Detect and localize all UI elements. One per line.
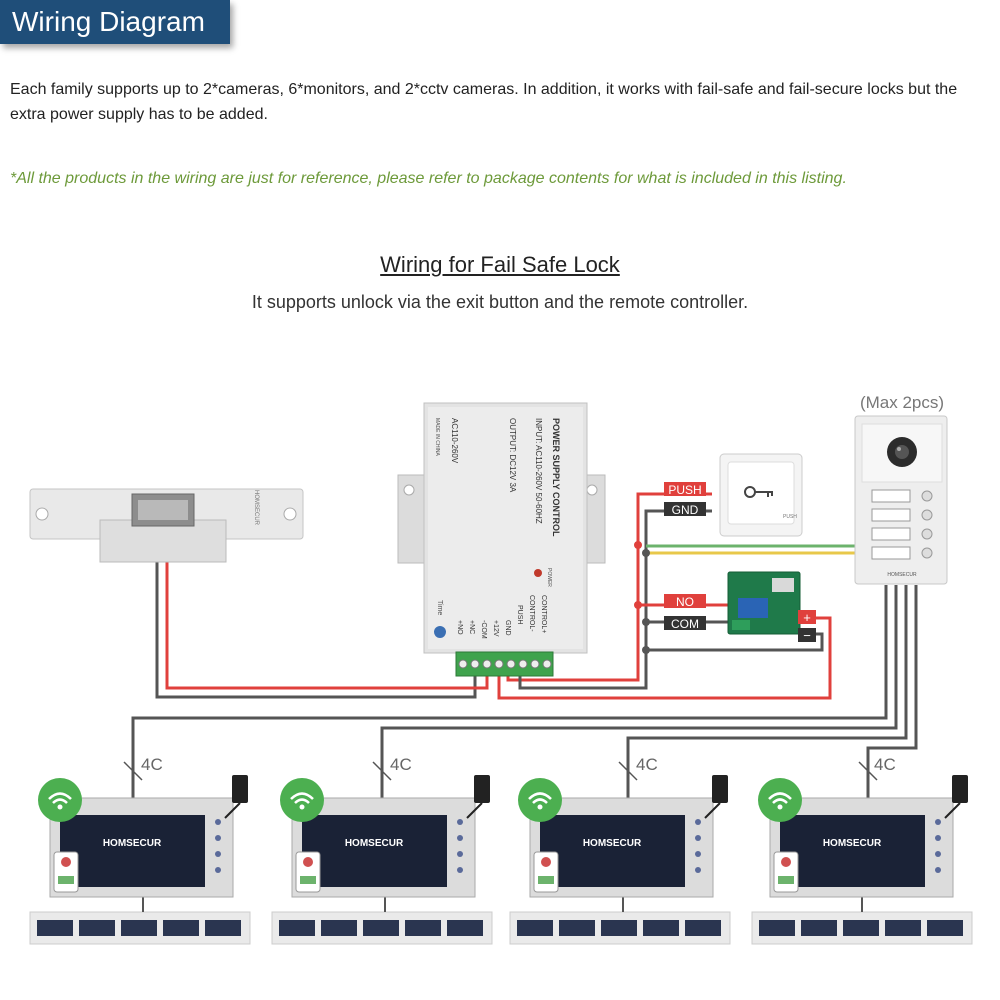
time-knob [434,626,446,638]
monitor-unit-3: HOMSECUR [509,775,731,945]
monitor-unit-2: HOMSECUR [271,775,493,945]
psu-output: OUTPUT: DC12V 3A [508,418,517,493]
max-cameras-label: (Max 2pcs) [860,393,944,412]
terminal-label-2: -COM [480,620,487,639]
wire-4c-label-1: 4C [141,755,163,774]
junction-dots [634,541,650,654]
bus-wire-1 [131,585,888,800]
psu-power-label: POWER [546,568,552,587]
psu-ac-text: AC110-260V [450,418,459,464]
wire-4c-marks [123,761,878,781]
power-led [534,569,542,577]
bus-wire-2 [380,585,898,800]
monitor-unit-1: HOMSECUR [29,775,251,945]
page-title: Wiring Diagram [12,6,205,37]
reference-note: *All the products in the wiring are just… [10,170,847,187]
svg-text:COM: COM [671,617,699,631]
intro-text: Each family supports up to 2*cameras, 6*… [10,81,958,123]
wire-4c-label-3: 4C [636,755,658,774]
terminal-label-1: +NC [468,620,475,634]
svg-text:−: − [803,628,811,643]
remote-plus-wire [497,616,832,700]
power-adapter-icon-3 [704,775,728,819]
psu-title: POWER SUPPLY CONTROL [551,418,561,537]
wire-4c-label-2: 4C [390,755,412,774]
svg-text:PUSH: PUSH [668,483,701,497]
monitor-brand-3: HOMSECUR [583,838,642,849]
electric-strike-lock: HOMSECUR [29,488,304,563]
com-tag: COM [664,616,706,631]
gnd-tag: GND [664,502,706,517]
psu-time-label: Time [436,600,443,615]
lock-wire-dark [155,560,477,699]
terminal-label-7: CONTROL+ [540,595,547,633]
terminal-label-0: +NO [456,620,463,635]
push-tag: PUSH [664,482,706,497]
svg-text:GND: GND [672,503,699,517]
door-camera: HOMSECUR [854,415,948,585]
terminal-label-5: PUSH [516,605,523,624]
phone-icon-2 [295,851,321,893]
terminal-label-3: +12V [492,620,499,637]
psu-input: INPUT: AC110-260V 50-60HZ [534,418,543,524]
svg-text:NO: NO [676,595,694,609]
monitor-unit-4: HOMSECUR [751,775,973,945]
exit-button-text: PUSH [783,514,797,520]
bus-wire-3 [626,585,908,800]
key-icon [744,486,773,498]
lock-brand: HOMSECUR [253,490,259,526]
phone-icon-4 [773,851,799,893]
power-adapter-icon-4 [944,775,968,819]
remote-relay-module [727,571,801,635]
power-adapter-icon-2 [466,775,490,819]
phone-icon-3 [533,851,559,893]
svg-text:+: + [803,610,811,625]
power-supply: POWER SUPPLY CONTROL INPUT: AC110-260V 5… [397,402,606,677]
minus-tag: − [798,628,816,643]
monitor-brand-1: HOMSECUR [103,838,162,849]
bus-wire-4 [866,585,918,800]
psu-made-in: MADE IN CHINA [434,418,440,456]
power-adapter-icon-1 [224,775,248,819]
no-tag: NO [664,594,706,609]
section-subtitle: It supports unlock via the exit button a… [251,292,749,312]
plus-tag: + [798,610,816,625]
header-tab: Wiring Diagram [0,0,230,44]
phone-icon-1 [53,851,79,893]
terminal-label-4: GND [504,620,511,636]
monitor-brand-4: HOMSECUR [823,838,882,849]
wire-4c-label-4: 4C [874,755,896,774]
exit-button: PUSH [719,453,803,537]
door-camera-brand: HOMSECUR [887,572,917,578]
section-title: Wiring for Fail Safe Lock [380,252,620,277]
terminal-label-6: CONTROL- [528,595,535,632]
remote-minus-wire [646,632,824,652]
monitor-brand-2: HOMSECUR [345,838,404,849]
